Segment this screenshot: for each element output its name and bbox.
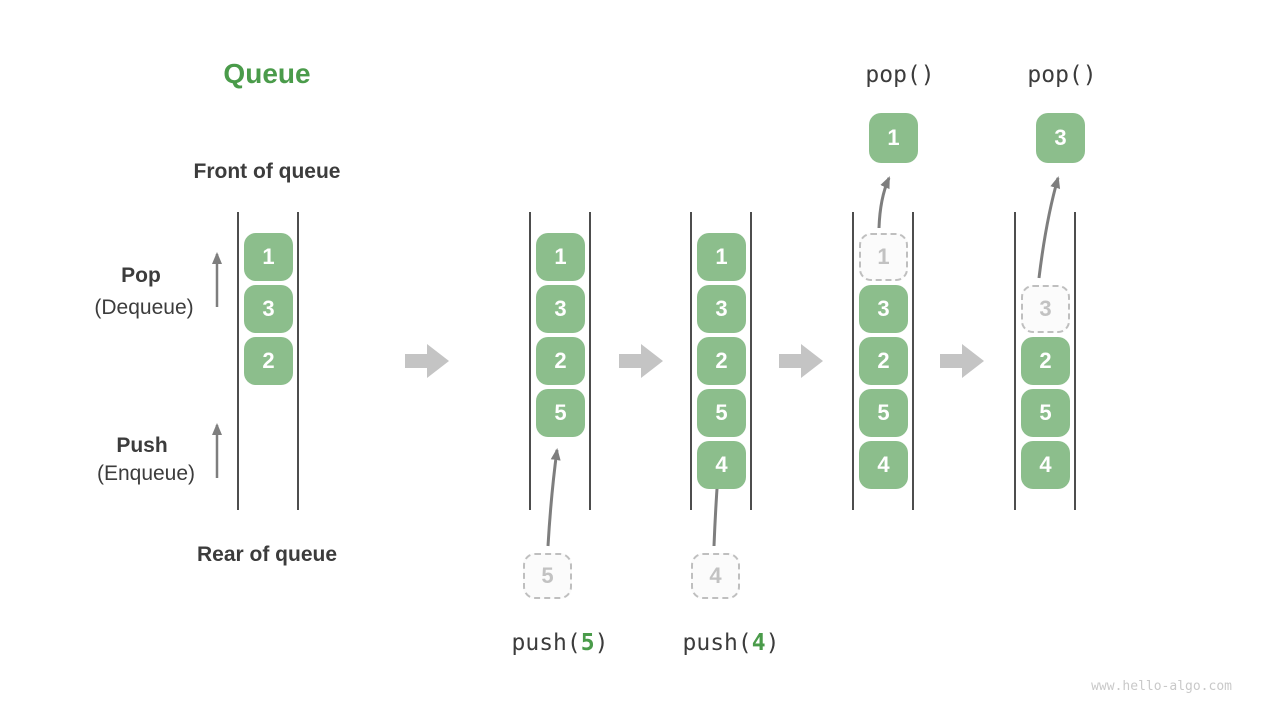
queue-item: 4 [859, 441, 908, 489]
popped-item-3: 3 [1036, 113, 1085, 163]
queue-item: 5 [697, 389, 746, 437]
queue-item: 2 [244, 337, 293, 385]
popped-item-1: 1 [869, 113, 918, 163]
pop-label: Pop [121, 264, 161, 287]
queue-item: 3 [859, 285, 908, 333]
diagram-title: Queue [223, 58, 311, 89]
queue-item: 5 [859, 389, 908, 437]
push-fn-text: push( [682, 630, 752, 656]
queue-column-state1: 1 3 2 [237, 212, 299, 510]
push5-operation-label: push(5) [512, 630, 609, 656]
queue-item: 2 [859, 337, 908, 385]
push-fn-text: push( [511, 630, 581, 656]
queue-item: 5 [536, 389, 585, 437]
removed-item-placeholder: 3 [1021, 285, 1070, 333]
pop3-operation-label: pop() [1027, 62, 1097, 88]
pop1-operation-label: pop() [865, 62, 935, 88]
push-arg-text: 4 [751, 630, 766, 656]
dequeue-label: (Dequeue) [94, 296, 194, 319]
queue-item: 3 [697, 285, 746, 333]
queue-item: 1 [536, 233, 585, 281]
front-of-queue-label: Front of queue [193, 160, 341, 183]
queue-item: 1 [697, 233, 746, 281]
queue-column-state2: 1 3 2 5 [529, 212, 591, 510]
state-transition-arrow-icon [940, 344, 984, 378]
queue-column-state4: 1 3 2 5 4 [852, 212, 914, 510]
push4-operation-label: push(4) [683, 630, 780, 656]
state-transition-arrow-icon [619, 344, 663, 378]
queue-item: 2 [536, 337, 585, 385]
queue-item: 3 [536, 285, 585, 333]
queue-item: 2 [1021, 337, 1070, 385]
incoming-item-5: 5 [523, 553, 572, 599]
queue-item: 2 [697, 337, 746, 385]
removed-item-placeholder: 1 [859, 233, 908, 281]
push-arg-text: 5 [580, 630, 595, 656]
incoming-item-4: 4 [691, 553, 740, 599]
push-label: Push [116, 434, 168, 457]
queue-item: 3 [244, 285, 293, 333]
enqueue-label: (Enqueue) [96, 462, 196, 485]
rear-of-queue-label: Rear of queue [196, 543, 338, 566]
queue-column-state3: 1 3 2 5 4 [690, 212, 752, 510]
queue-item: 4 [697, 441, 746, 489]
queue-column-state5: 3 2 5 4 [1014, 212, 1076, 510]
watermark: www.hello-algo.com [1091, 679, 1232, 694]
queue-item: 5 [1021, 389, 1070, 437]
state-transition-arrow-icon [405, 344, 449, 378]
push-close-text: ) [765, 630, 780, 656]
queue-item: 1 [244, 233, 293, 281]
push-close-text: ) [594, 630, 609, 656]
queue-item: 4 [1021, 441, 1070, 489]
state-transition-arrow-icon [779, 344, 823, 378]
